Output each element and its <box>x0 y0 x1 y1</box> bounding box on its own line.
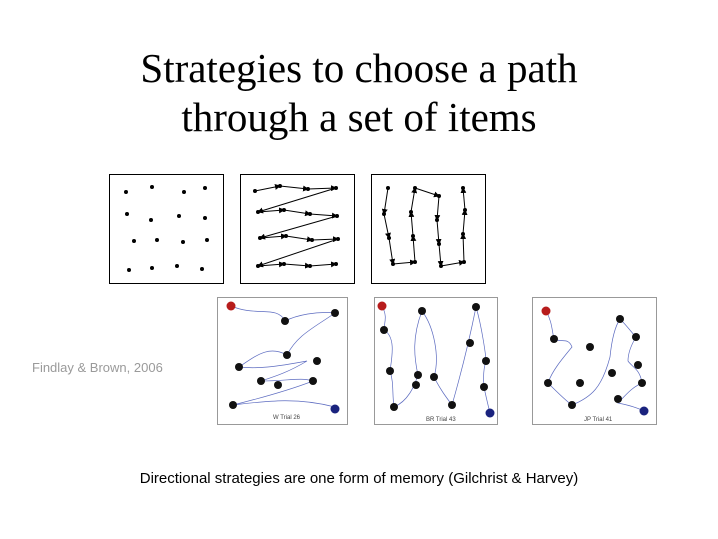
title-line-2: through a set of items <box>181 94 537 140</box>
trial-label: BR Trial 43 <box>426 417 456 423</box>
scanpath-trial-3: JP Trial 41 <box>532 297 657 425</box>
slide-title: Strategies to choose a path through a se… <box>0 44 718 142</box>
scanpath-trial-2: BR Trial 43 <box>374 297 498 425</box>
zigzag-path-diagram <box>240 174 355 284</box>
trial-label: W Trial 26 <box>273 415 301 421</box>
trial-label: JP Trial 41 <box>584 417 613 423</box>
scanpath-trial-1: W Trial 26 <box>217 297 348 425</box>
random-dots-diagram <box>109 174 224 284</box>
slide-caption: Directional strategies are one form of m… <box>139 470 579 487</box>
column-path-diagram <box>371 174 486 284</box>
title-line-1: Strategies to choose a path <box>140 45 578 91</box>
citation-credit: Findlay & Brown, 2006 <box>32 360 163 375</box>
